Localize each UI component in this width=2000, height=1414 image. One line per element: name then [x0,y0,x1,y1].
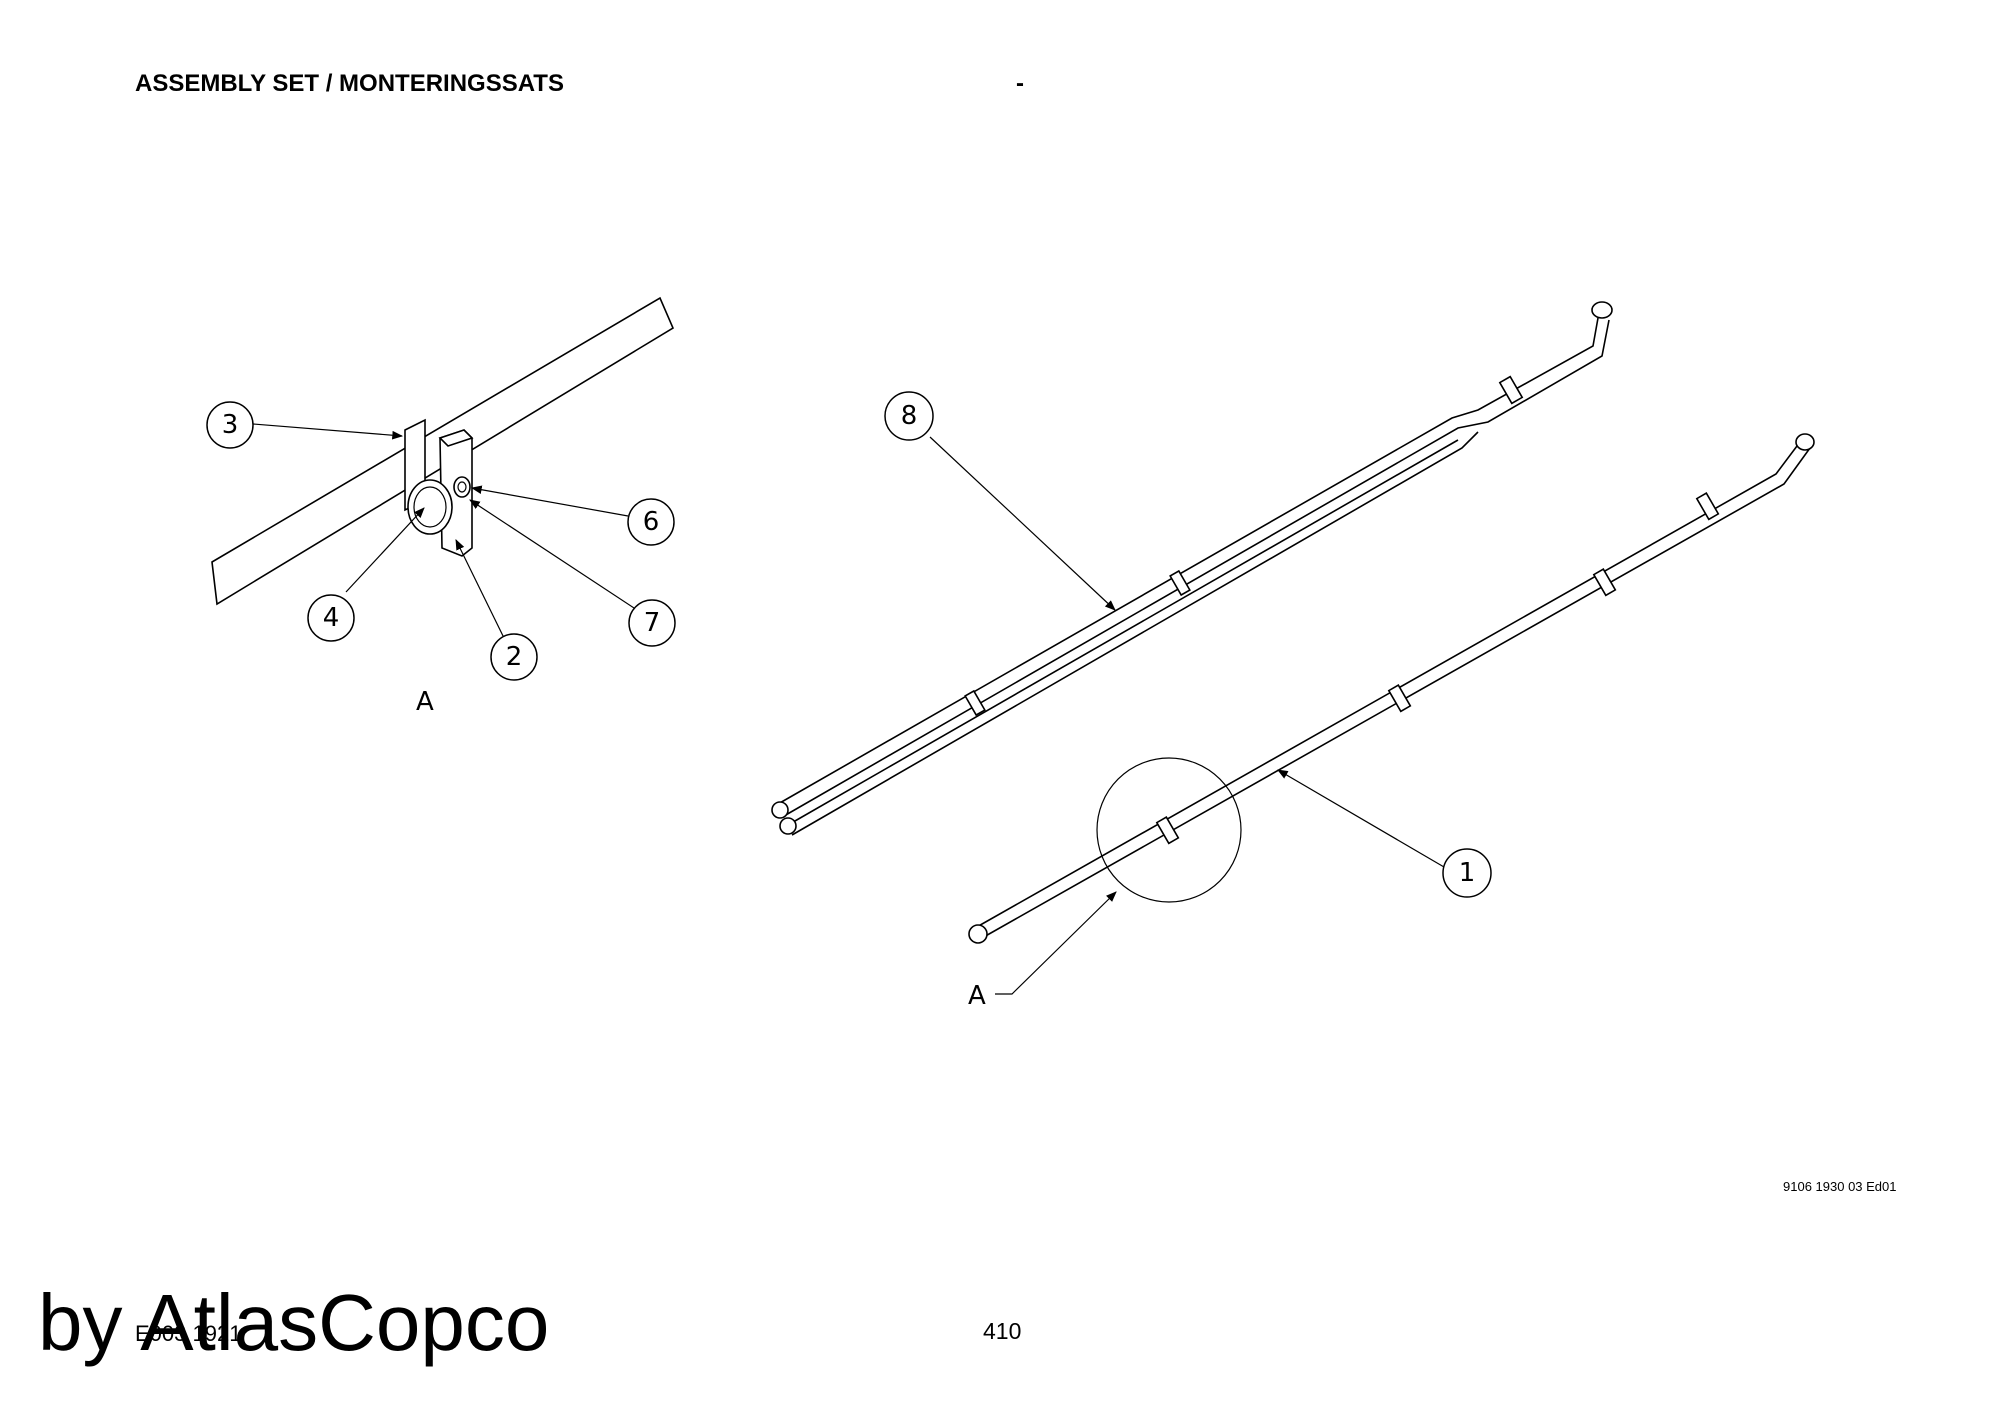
tube1-clip-4 [1695,492,1720,521]
tube1-clip-1 [1155,816,1180,845]
round-bushing [407,479,453,535]
detail-label-a: A [416,687,434,717]
tube8-clip-3 [1498,375,1524,405]
page-title: ASSEMBLY SET / MONTERINGSSATS [135,70,564,97]
watermark: by AtlasCopco [38,1278,550,1367]
tube8-clip-1 [964,689,986,717]
callout-2: 2 [506,642,523,672]
tube1-fitting-right [1795,433,1815,451]
reference-code: E003 1921 [135,1321,242,1346]
callout-8: 8 [901,401,918,431]
tube-assembly-1: 1 A [968,433,1815,1011]
tube1-clip-2 [1387,684,1412,713]
callout-4: 4 [323,603,340,633]
callout-3: 3 [222,410,239,440]
tube1-fitting-left [968,924,988,944]
tube-assembly-8: 8 [771,301,1613,836]
document-number: 9106 1930 03 Ed01 [1783,1179,1897,1194]
page-number: 410 [983,1318,1022,1344]
bolt-head [453,476,471,498]
detail-view-a: 3 6 7 4 2 A [206,296,676,717]
callout-6: 6 [643,507,660,537]
tube8-clip-2 [1169,569,1191,597]
callout-1: 1 [1459,858,1476,888]
detail-circle-a [1096,757,1242,903]
tube8-fitting-left-top [771,801,789,819]
callout-7: 7 [644,608,661,638]
clamp-top [438,429,474,447]
header-dash: - [1016,70,1024,97]
view-label-a: A [968,981,986,1011]
tube1-clip-3 [1592,568,1617,597]
tube8-fitting-right [1591,301,1613,319]
tube8-fitting-left-bottom [779,817,797,835]
